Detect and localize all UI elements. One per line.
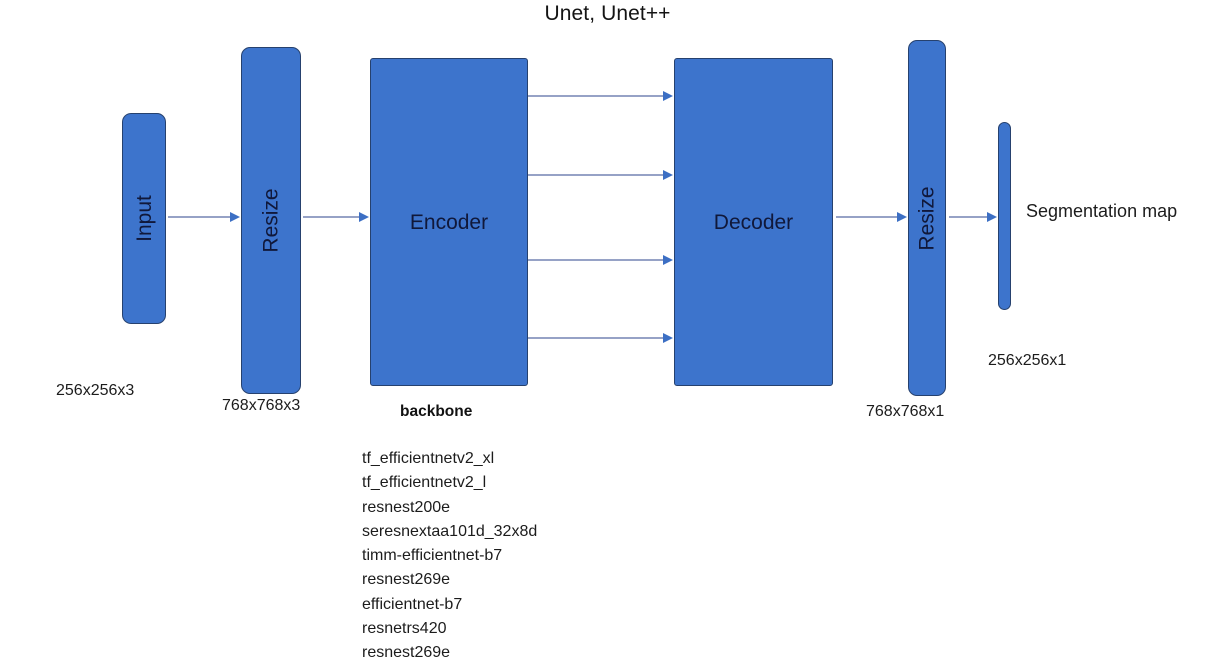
arrow-shaft xyxy=(528,174,664,176)
skip-connection-arrow-3 xyxy=(528,254,673,266)
arrow-head-icon xyxy=(663,333,673,343)
list-item: resnetrs420 xyxy=(362,620,447,638)
block-decoder-label: Decoder xyxy=(713,210,794,234)
arrow-head-icon xyxy=(897,212,907,222)
list-item: tf_efficientnetv2_l xyxy=(362,474,487,492)
arrow-shaft xyxy=(528,95,664,97)
backbone-heading: backbone xyxy=(400,403,473,420)
list-item: resnest269e xyxy=(362,571,451,589)
list-item: resnest200e xyxy=(362,498,451,516)
dimension-input: 256x256x3 xyxy=(56,382,135,399)
arrow-shaft xyxy=(168,216,231,218)
list-item: tf_efficientnetv2_xl xyxy=(362,450,495,467)
arrow-decoder-to-resize xyxy=(836,211,907,223)
skip-connection-arrow-1 xyxy=(528,90,673,102)
arrow-head-icon xyxy=(663,170,673,180)
skip-connection-arrow-2 xyxy=(528,169,673,181)
list-item: resnest269e xyxy=(362,644,451,662)
skip-connection-arrow-4 xyxy=(528,332,673,344)
arrow-shaft xyxy=(836,216,898,218)
arrow-resize-to-output xyxy=(949,211,997,223)
dimension-segmentation-output: 256x256x1 xyxy=(988,352,1067,369)
block-decoder: Decoder xyxy=(674,58,833,386)
block-resize-output-label: Resize xyxy=(915,185,939,251)
arrow-head-icon xyxy=(359,212,369,222)
arrow-shaft xyxy=(303,216,360,218)
backbone-list: tf_efficientnetv2_xl tf_efficientnetv2_l… xyxy=(362,447,537,664)
arrow-input-to-resize xyxy=(168,211,240,223)
block-encoder: Encoder xyxy=(370,58,528,386)
dimension-resize-output: 768x768x1 xyxy=(866,403,945,420)
arrow-head-icon xyxy=(230,212,240,222)
block-input-label: Input xyxy=(132,195,156,242)
arrow-resize-to-encoder xyxy=(303,211,369,223)
list-item: timm-efficientnet-b7 xyxy=(362,547,503,565)
block-input: Input xyxy=(122,113,166,324)
dimension-resize-input: 768x768x3 xyxy=(222,397,301,414)
page-title: Unet, Unet++ xyxy=(544,2,671,25)
arrow-shaft xyxy=(528,259,664,261)
list-item: efficientnet-b7 xyxy=(362,595,463,613)
block-encoder-label: Encoder xyxy=(409,210,489,234)
arrow-head-icon xyxy=(663,255,673,265)
arrow-shaft xyxy=(528,337,664,339)
block-resize-output: Resize xyxy=(908,40,946,396)
block-resize-input: Resize xyxy=(241,47,301,394)
arrow-shaft xyxy=(949,216,988,218)
list-item: seresnextaa101d_32x8d xyxy=(362,522,538,540)
block-segmentation-output xyxy=(998,122,1011,310)
block-resize-input-label: Resize xyxy=(259,188,283,253)
arrow-head-icon xyxy=(987,212,997,222)
arrow-head-icon xyxy=(663,91,673,101)
label-segmentation-map: Segmentation map xyxy=(1026,201,1178,221)
